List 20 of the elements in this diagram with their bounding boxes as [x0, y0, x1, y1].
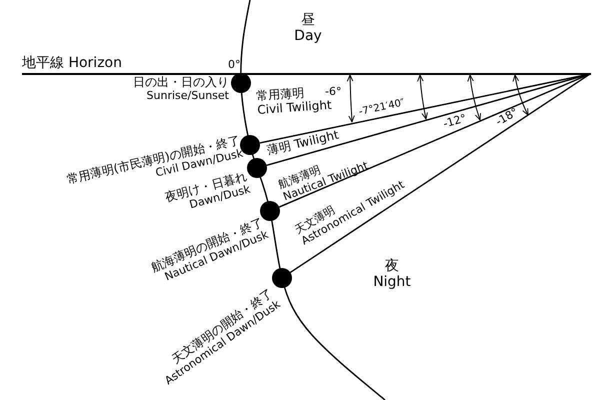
sun-position-dot [272, 268, 292, 288]
ray-line [278, 74, 590, 208]
sun-position-dot [231, 73, 251, 93]
twilight-label: 常用薄明 [256, 86, 305, 103]
horizon-label: 地平線 Horizon [22, 55, 122, 72]
angle-label: -12° [442, 112, 468, 132]
twilight-label: 薄明 Twilight [266, 128, 340, 158]
angle-label: 0° [228, 59, 240, 72]
sun-position-dot [260, 201, 280, 221]
region-label: Night [372, 274, 412, 290]
region-label: Day [293, 28, 323, 44]
english-label: Sunrise/Sunset [146, 90, 229, 102]
angle-label: -7°21′40″ [358, 97, 406, 118]
region-label: 昼 [300, 12, 316, 28]
sun-position-dot [247, 158, 267, 178]
angle-label: -6° [325, 86, 342, 99]
region-label: 夜 [384, 258, 400, 274]
japanese-label: 日の出・日の入り [133, 76, 229, 90]
angle-label: -18° [494, 106, 521, 129]
ray-line [290, 74, 590, 274]
